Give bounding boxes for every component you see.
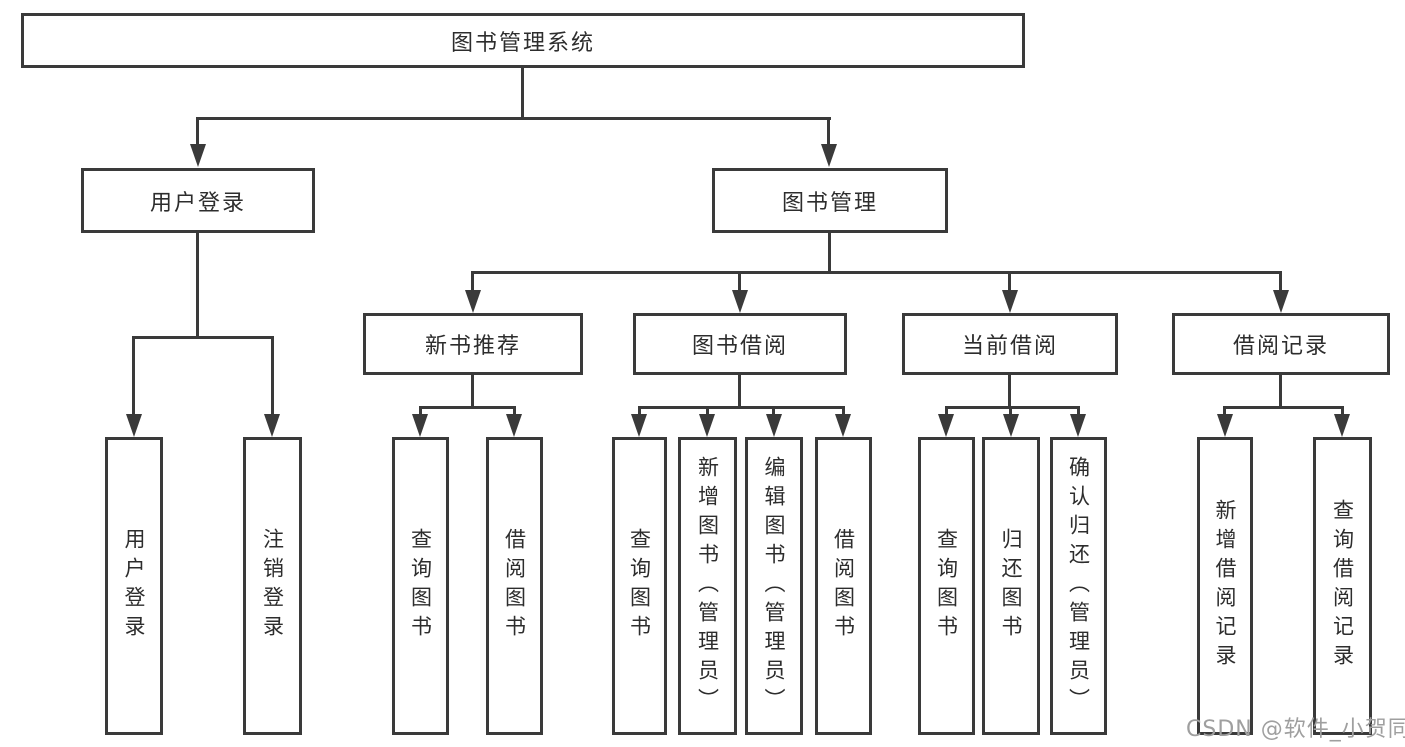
- leaf-label: 新增图书（管理员）: [695, 455, 720, 717]
- node-library-system: 图书管理系统: [21, 13, 1025, 68]
- arrow-down-icon: [506, 414, 522, 437]
- connector-vline: [1223, 406, 1226, 420]
- leaf-add-book-admin: 新增图书（管理员）: [678, 437, 737, 735]
- leaf-return-books: 归还图书: [982, 437, 1040, 735]
- node-user-login: 用户登录: [81, 168, 315, 233]
- csdn-watermark: CSDN @软件_小贺同学: [1186, 717, 1405, 742]
- leaf-add-borrow-record: 新增借阅记录: [1197, 437, 1253, 735]
- connector-vline: [132, 336, 135, 420]
- node-label: 图书管理: [781, 190, 878, 216]
- node-book-management: 图书管理: [712, 168, 948, 233]
- leaf-label: 借阅图书: [502, 528, 527, 644]
- node-new-book-recommend: 新书推荐: [363, 313, 583, 375]
- connector-vline: [196, 117, 199, 150]
- node-label: 用户登录: [149, 190, 246, 216]
- leaf-query-borrow-record: 查询借阅记录: [1313, 437, 1372, 735]
- leaf-label: 确认归还（管理员）: [1066, 455, 1091, 717]
- leaf-confirm-return-admin: 确认归还（管理员）: [1050, 437, 1107, 735]
- arrow-down-icon: [631, 414, 647, 437]
- arrow-down-icon: [126, 414, 142, 437]
- connector-vline: [271, 336, 274, 420]
- leaf-label: 借阅图书: [831, 528, 856, 644]
- connector-vline: [521, 66, 524, 120]
- connector-vline: [738, 271, 741, 297]
- connector-vline: [1341, 406, 1344, 420]
- node-current-borrowing: 当前借阅: [902, 313, 1118, 375]
- connector-vline: [1008, 374, 1011, 409]
- node-book-borrowing: 图书借阅: [633, 313, 847, 375]
- connector-vline: [196, 233, 199, 339]
- leaf-query-books-1: 查询图书: [392, 437, 449, 735]
- connector-hline: [1223, 406, 1344, 409]
- arrow-down-icon: [1217, 414, 1233, 437]
- connector-vline: [471, 374, 474, 409]
- connector-vline: [1009, 406, 1012, 420]
- connector-vline: [1008, 271, 1011, 297]
- leaf-label: 查询图书: [408, 528, 433, 644]
- arrow-down-icon: [1002, 290, 1018, 313]
- connector-hline: [945, 406, 1080, 409]
- node-label: 借阅记录: [1232, 334, 1329, 359]
- connector-vline: [1279, 374, 1282, 409]
- connector-vline: [945, 406, 948, 420]
- arrow-down-icon: [190, 144, 206, 167]
- connector-hline: [196, 117, 831, 120]
- arrow-down-icon: [938, 414, 954, 437]
- connector-vline: [706, 406, 709, 420]
- arrow-down-icon: [766, 414, 782, 437]
- leaf-label: 查询图书: [934, 528, 959, 644]
- leaf-label: 新增借阅记录: [1213, 499, 1238, 673]
- leaf-label: 编辑图书（管理员）: [762, 455, 787, 717]
- arrow-down-icon: [412, 414, 428, 437]
- connector-hline: [132, 336, 274, 339]
- leaf-logout-login: 注销登录: [243, 437, 302, 735]
- arrow-down-icon: [699, 414, 715, 437]
- connector-vline: [828, 233, 831, 274]
- arrow-down-icon: [1273, 290, 1289, 313]
- connector-vline: [827, 117, 830, 150]
- arrow-down-icon: [1334, 414, 1350, 437]
- arrow-down-icon: [732, 290, 748, 313]
- node-label: 图书借阅: [691, 334, 788, 359]
- node-label: 当前借阅: [961, 334, 1058, 359]
- connector-vline: [638, 406, 641, 420]
- connector-hline: [471, 271, 1282, 274]
- arrow-down-icon: [264, 414, 280, 437]
- leaf-label: 归还图书: [999, 528, 1024, 644]
- leaf-label: 查询借阅记录: [1330, 499, 1355, 673]
- arrow-down-icon: [835, 414, 851, 437]
- connector-vline: [513, 406, 516, 420]
- leaf-label: 用户登录: [122, 528, 147, 644]
- leaf-label: 注销登录: [260, 528, 285, 644]
- leaf-borrow-books-1: 借阅图书: [486, 437, 543, 735]
- arrow-down-icon: [1003, 414, 1019, 437]
- connector-vline: [471, 271, 474, 297]
- connector-vline: [419, 406, 422, 420]
- connector-hline: [419, 406, 516, 409]
- connector-vline: [738, 374, 741, 409]
- connector-vline: [1077, 406, 1080, 420]
- leaf-borrow-books-2: 借阅图书: [815, 437, 872, 735]
- connector-hline: [638, 406, 845, 409]
- leaf-query-books-2: 查询图书: [612, 437, 667, 735]
- leaf-edit-book-admin: 编辑图书（管理员）: [745, 437, 803, 735]
- connector-vline: [1279, 271, 1282, 297]
- arrow-down-icon: [821, 144, 837, 167]
- leaf-user-login: 用户登录: [105, 437, 163, 735]
- node-label: 新书推荐: [424, 334, 521, 359]
- arrow-down-icon: [465, 290, 481, 313]
- leaf-query-books-3: 查询图书: [918, 437, 975, 735]
- leaf-label: 查询图书: [627, 528, 652, 644]
- arrow-down-icon: [1070, 414, 1086, 437]
- connector-vline: [772, 406, 775, 420]
- connector-vline: [842, 406, 845, 420]
- node-label: 图书管理系统: [450, 30, 595, 56]
- node-borrow-records: 借阅记录: [1172, 313, 1390, 375]
